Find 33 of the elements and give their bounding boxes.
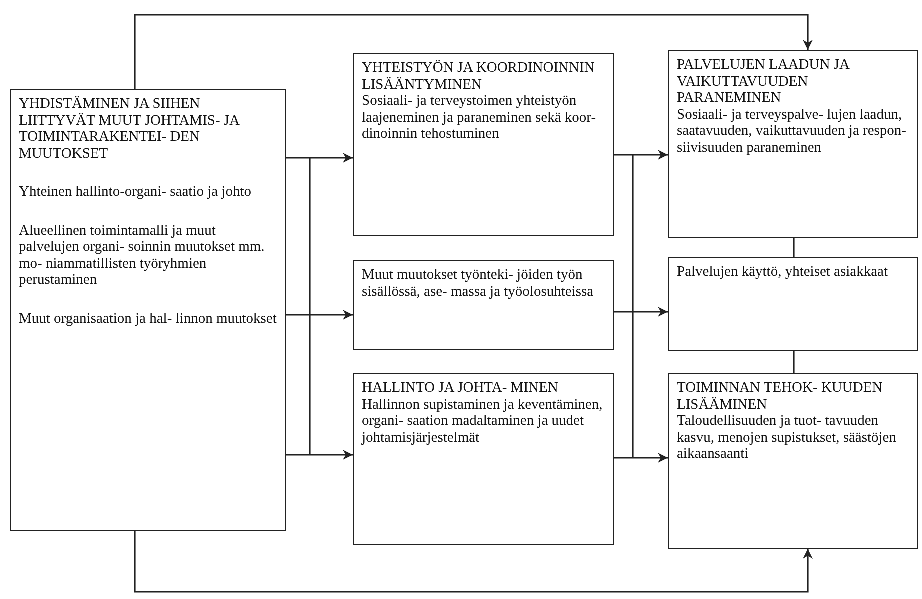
arrow xyxy=(134,14,813,89)
connector-line xyxy=(793,351,795,373)
box-text: Sosiaali- ja terveyspalve- lujen laadun, saatavuuden, vaikuttavuuden ja respon- siivisuuden paraneminen xyxy=(677,106,908,156)
arrow xyxy=(286,153,353,163)
process-box xyxy=(353,53,614,236)
process-box xyxy=(668,373,918,549)
arrow xyxy=(286,310,353,320)
box-text: Muut organisaation ja hal- linnon muutokset xyxy=(19,310,277,327)
box-heading: TOIMINNAN TEHOK- KUUDEN LISÄÄMINEN xyxy=(677,380,884,413)
box-heading: YHDISTÄMINEN JA SIIHEN LIITTYVÄT MUUT JOHTAMIS- JA TOIMINTARAKENTEI- DEN MUUTOKSET xyxy=(19,96,241,162)
box-text: Yhteinen hallinto-organi- saatio ja johto xyxy=(19,184,252,200)
box-heading: HALLINTO JA JOHTA- MINEN xyxy=(362,380,560,396)
box-text: Hallinnon supistaminen ja keventäminen, organi- saation madaltaminen ja uudet johtamisjärjestelmät xyxy=(362,396,604,446)
box-text: Taloudellisuuden ja tuot- tavuuden kasvu, menojen supistukset, säästöjen aikaansaanti xyxy=(677,413,898,462)
box-text: Palvelujen käyttö, yhteiset asiakkaat xyxy=(677,264,889,280)
process-box xyxy=(353,260,614,350)
box-heading: PALVELUJEN LAADUN JA VAIKUTTAVUUDEN PARANEMINEN xyxy=(677,57,851,106)
arrow xyxy=(614,150,668,160)
arrow xyxy=(614,453,668,463)
arrow xyxy=(286,450,353,460)
box-text: Muut muutokset työnteki- jöiden työn sisällössä, ase- massa ja työolosuhteissa xyxy=(362,267,595,300)
process-box xyxy=(353,373,614,545)
connector-line xyxy=(793,238,795,257)
process-box xyxy=(668,257,918,351)
box-text: Alueellinen toimintamalli ja muut palvelujen organi- soinnin muutokset mm. mo- niammatillisten työryhmien perustaminen xyxy=(19,222,266,288)
arrow xyxy=(614,307,668,317)
connector-line xyxy=(309,158,311,455)
box-heading: YHTEISTYÖN JA KOORDINOINNIN LISÄÄNTYMINEN xyxy=(362,60,596,93)
process-box xyxy=(668,50,918,238)
arrow xyxy=(134,531,813,593)
process-box xyxy=(10,89,286,531)
connector-line xyxy=(632,155,634,458)
box-text: Sosiaali- ja terveystoimen yhteistyön laajeneminen ja paraneminen sekä koor- dinoinnin tehostuminen xyxy=(362,93,598,142)
